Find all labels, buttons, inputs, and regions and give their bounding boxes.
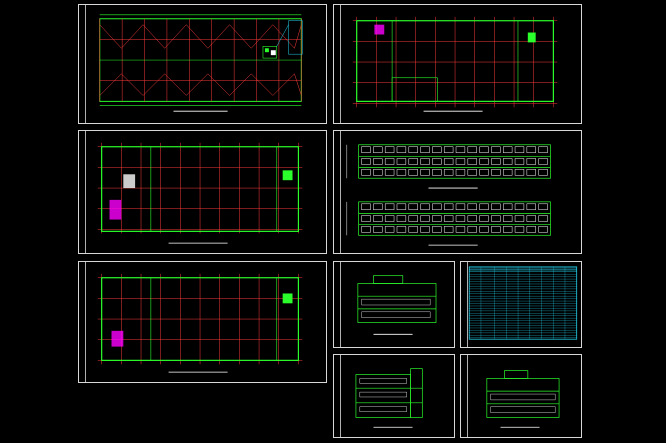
sheet-ground-floor-plan[interactable] (333, 4, 582, 124)
ground-floor-plan-drawing (352, 16, 558, 112)
second-floor-plan-drawing (97, 142, 303, 244)
title-bar (461, 355, 468, 437)
title-bar (334, 355, 341, 437)
sheet-side-elevation[interactable] (333, 261, 455, 348)
sheet-third-floor-plan[interactable] (78, 261, 327, 383)
title-bar (79, 5, 86, 123)
title-bar (461, 262, 468, 347)
third-floor-plan-drawing (97, 273, 303, 373)
section-b-drawing (486, 370, 560, 428)
sheet-main-elevations[interactable] (333, 130, 582, 254)
sheet-section-a[interactable] (333, 354, 455, 438)
title-bar (79, 262, 86, 382)
section-a-drawing (355, 368, 423, 428)
title-bar (334, 262, 341, 347)
main-elevations-drawing (346, 144, 551, 246)
sheet-roof-plan[interactable] (78, 4, 327, 124)
roof-plan-drawing (99, 14, 303, 112)
side-elevation-drawing (357, 275, 437, 335)
sheet-section-b[interactable] (460, 354, 582, 438)
title-bar (334, 131, 341, 253)
title-bar (334, 5, 341, 123)
sheet-second-floor-plan[interactable] (78, 130, 327, 254)
title-bar (79, 131, 86, 253)
sheet-door-window-schedule[interactable] (460, 261, 582, 348)
schedule-table-drawing (468, 266, 578, 340)
